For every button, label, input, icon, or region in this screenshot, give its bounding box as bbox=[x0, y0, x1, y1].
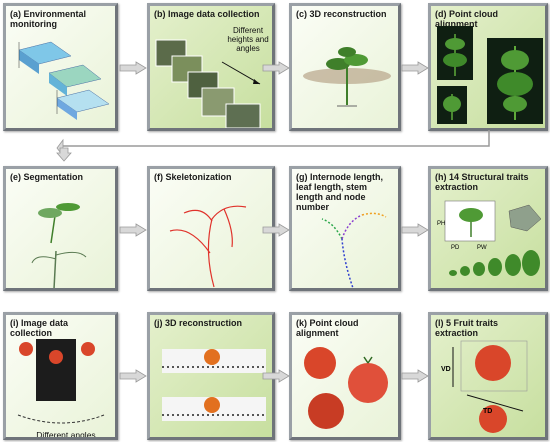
panel-fruit-point-cloud-alignment: (k) Point cloud alignment bbox=[289, 312, 401, 440]
skeleton-plot bbox=[169, 205, 247, 288]
environment-surface-plots bbox=[18, 41, 110, 120]
panel-internode-measures: (g) Internode length, leaf length, stem … bbox=[289, 166, 401, 291]
panel-f-title: (f) Skeletonization bbox=[154, 172, 232, 182]
arrow-d-to-e bbox=[56, 130, 490, 158]
panel-g-title: (g) Internode length, leaf length, stem … bbox=[296, 172, 383, 212]
panel-structural-traits: (h) 14 Structural traits extraction PH P… bbox=[428, 166, 548, 291]
panel-fruit-traits: (l) 5 Fruit traits extraction VD TD bbox=[428, 312, 548, 440]
label-vd: VD bbox=[441, 366, 451, 373]
arrow-e-to-f bbox=[119, 223, 147, 237]
panel-i-note: Different angles bbox=[36, 430, 96, 440]
point-cloud-plant bbox=[303, 47, 391, 107]
panel-b-title: (b) Image data collection bbox=[154, 9, 260, 19]
panel-e-title: (e) Segmentation bbox=[10, 172, 84, 182]
arrow-a-to-b bbox=[119, 61, 147, 75]
panel-fruit-3d-reconstruction: (j) 3D reconstruction bbox=[147, 312, 275, 440]
panel-a-title: (a) Environmental monitoring bbox=[10, 9, 87, 29]
aligned-plants bbox=[437, 26, 543, 124]
fruit-point-clouds bbox=[162, 349, 266, 421]
panel-h-title: (h) 14 Structural traits extraction bbox=[435, 172, 529, 192]
panel-j-title: (j) 3D reconstruction bbox=[154, 318, 243, 328]
label-ph: PH bbox=[437, 221, 445, 227]
fruit-traits-figure: VD TD bbox=[441, 340, 528, 433]
photo-stack bbox=[155, 39, 261, 128]
structural-traits-figure: PH PD PW bbox=[437, 200, 542, 276]
panel-c-title: (c) 3D reconstruction bbox=[296, 9, 387, 19]
panel-3d-reconstruction: (c) 3D reconstruction bbox=[289, 3, 401, 131]
arrow-g-to-h bbox=[401, 223, 429, 237]
arrow-f-to-g bbox=[262, 223, 290, 237]
arrow-down-to-e bbox=[56, 147, 72, 162]
label-pd: PD bbox=[451, 245, 460, 251]
arrow-k-to-l bbox=[401, 369, 429, 383]
panel-image-data-collection: (b) Image data collection Different heig… bbox=[147, 3, 275, 131]
panel-fruit-image-collection: (i) Image data collection Different angl… bbox=[3, 312, 118, 440]
colored-segments-plot bbox=[321, 212, 387, 288]
panel-environmental-monitoring: (a) Environmental monitoring bbox=[3, 3, 118, 131]
panel-d-title: (d) Point cloud alignment bbox=[435, 9, 498, 29]
label-pw: PW bbox=[477, 245, 487, 251]
panel-k-title: (k) Point cloud alignment bbox=[296, 318, 359, 338]
panel-b-note: Different heights and angles bbox=[227, 26, 269, 53]
arrow-c-to-d bbox=[401, 61, 429, 75]
panel-segmentation: (e) Segmentation bbox=[3, 166, 118, 291]
panel-point-cloud-alignment: (d) Point cloud alignment bbox=[428, 3, 548, 131]
arrow-b-to-c bbox=[262, 61, 290, 75]
fruit-photo-setup bbox=[17, 339, 105, 424]
panel-l-title: (l) 5 Fruit traits extraction bbox=[435, 318, 499, 338]
panel-i-title: (i) Image data collection bbox=[10, 318, 69, 338]
label-td: TD bbox=[483, 408, 492, 415]
segmented-plants bbox=[31, 203, 87, 288]
panel-skeletonization: (f) Skeletonization bbox=[147, 166, 275, 291]
tomato-point-clouds bbox=[304, 347, 388, 429]
arrow-j-to-k bbox=[262, 369, 290, 383]
arrow-i-to-j bbox=[119, 369, 147, 383]
